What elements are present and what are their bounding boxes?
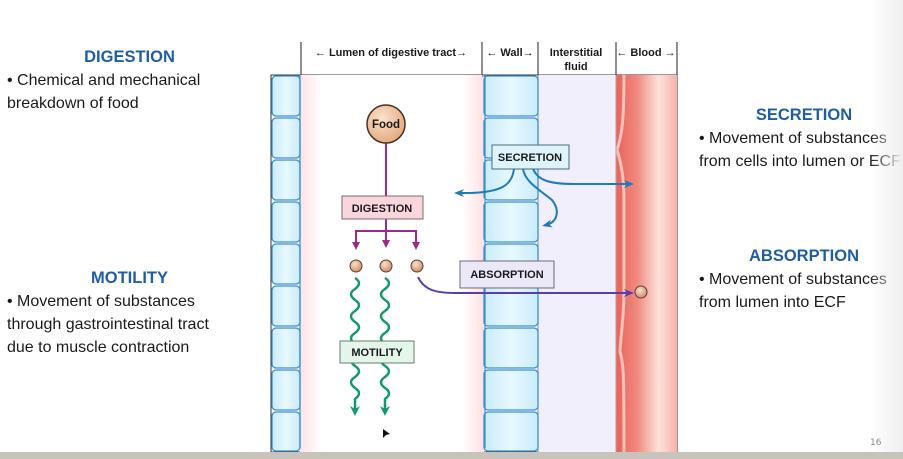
absorption-label-box: ABSORPTION [459,260,555,289]
epithelial-cell [271,201,301,243]
nutrient-particle [379,259,393,273]
secretion-heading: SECRETION [755,106,853,124]
epithelial-cell [271,243,301,285]
mouse-cursor [383,429,390,438]
epithelial-cell [271,117,301,159]
absorption-arrow [417,276,634,297]
epithelial-cell [483,201,539,243]
epithelial-cell [271,75,301,117]
digestion-label-box: DIGESTION [341,195,424,220]
motility-heading: MOTILITY [91,269,168,287]
region-wall-label: ← Wall→ [486,47,533,59]
region-blood-label: ← Blood → [616,47,675,59]
digestion-description: DIGESTION • Chemical and mechanical brea… [7,46,252,115]
epithelial-cell [271,159,301,201]
svg-text:Food: Food [372,119,400,131]
motility-label-box: MOTILITY [339,340,415,364]
epithelial-cell [271,411,301,452]
motility-body: • Movement of substances through gastroi… [7,293,209,356]
secretion-label-box: SECRETION [491,144,570,170]
secretion-description: SECRETION • Movement of substances from … [699,104,903,173]
absorption-heading: ABSORPTION [748,247,859,265]
region-lumen-label: ← Lumen of digestive tract→ [315,47,467,59]
nutrient-particle [349,259,363,273]
epithelial-cell [271,369,301,411]
epithelial-cell [271,285,301,327]
epithelial-cell [483,75,539,117]
digestion-arrows [352,219,420,250]
epithelial-cell [483,411,539,452]
svg-text:ABSORPTION: ABSORPTION [470,269,543,281]
svg-text:DIGESTION: DIGESTION [352,203,413,215]
motility-description: MOTILITY • Movement of substances throug… [7,267,252,359]
epithelial-cell [271,327,301,369]
epithelial-cell [483,327,539,369]
absorption-body: • Movement of substances from lumen into… [699,271,887,311]
absorbed-particle [634,285,648,299]
region-interstitial-label: Interstitial [550,47,603,59]
blood-vessel-wall-edge [615,74,626,453]
left-epithelium [271,75,301,452]
motility-arrows [349,276,391,416]
food-particle: Food [366,104,406,196]
secretion-arrows [454,168,634,228]
epithelial-cell [483,369,539,411]
svg-text:MOTILITY: MOTILITY [351,347,403,359]
microvilli-left [297,75,301,448]
digestion-body: • Chemical and mechanical breakdown of f… [7,72,201,112]
nutrient-particles [349,259,648,299]
absorption-description: ABSORPTION • Movement of substances from… [699,245,903,314]
svg-text:SECRETION: SECRETION [498,152,562,164]
bottom-border [0,452,903,459]
slide-page-number: 16 [870,438,882,448]
nutrient-particle [410,259,424,273]
digestion-heading: DIGESTION [84,48,175,66]
region-interstitial-label-line2: fluid [564,61,587,73]
region-header [300,42,678,75]
blood-vessel [616,75,677,452]
secretion-body: • Movement of substances from cells into… [699,130,901,170]
